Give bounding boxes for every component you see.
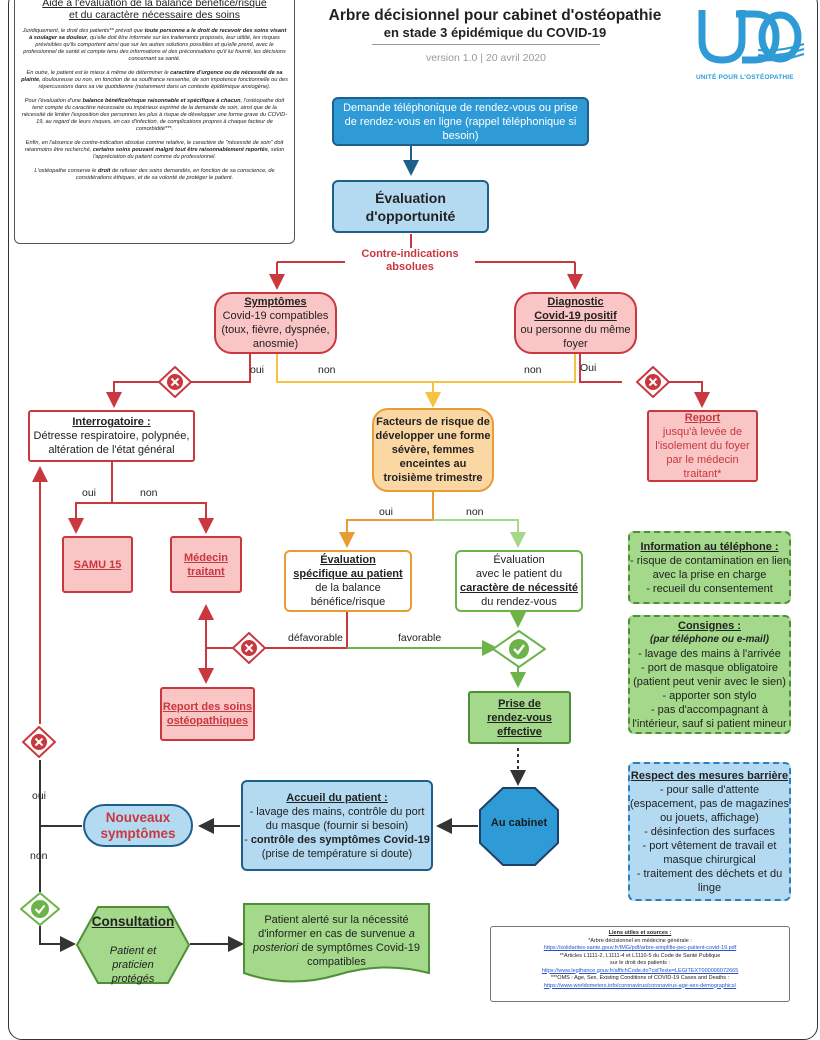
- title-divider: [372, 44, 600, 45]
- nouveaux-symptomes-box: Nouveaux symptômes: [83, 804, 193, 847]
- consignes-box: Consignes : (par téléphone ou e-mail) - …: [628, 615, 791, 734]
- sidebar-paragraph: Pour l'évaluation d'une balance bénéfice…: [21, 98, 288, 132]
- evaluation-opportunite-box: Évaluation d'opportunité: [332, 180, 489, 233]
- sidebar-title: Aide à l'évaluation de la balance bénéfi…: [42, 0, 267, 21]
- edge-label-oui-cap: Oui: [580, 362, 597, 374]
- page-title: Arbre décisionnel pour cabinet d'ostéopa…: [328, 7, 662, 40]
- facteurs-risque-box: Facteurs de risque de développer une for…: [372, 408, 494, 492]
- edge-label-defavorable: défavorable: [288, 632, 343, 644]
- edge-label-favorable: favorable: [398, 632, 442, 644]
- medecin-traitant-box: Médecin traitant: [170, 536, 242, 593]
- au-cabinet-octagon: Au cabinet: [479, 787, 559, 866]
- report-soins-box: Report des soins ostéopathiques: [160, 687, 255, 741]
- edge-label-non: non: [140, 487, 158, 499]
- source-link[interactable]: https://www.legifrance.gouv.fr/affichCod…: [541, 967, 739, 974]
- logo-caption: UNITÉ POUR L'OSTÉOPATHIE: [696, 74, 794, 81]
- report-box: Report jusqu'à levée de l'isolement du f…: [647, 410, 758, 482]
- sidebar-paragraph: Enfin, en l'absence de contre-indication…: [24, 140, 285, 160]
- green-check-icon: [491, 629, 547, 669]
- sidebar-info-box: Aide à l'évaluation de la balance bénéfi…: [14, 0, 295, 244]
- diagnostic-box: Diagnostic Covid-19 positif ou personne …: [514, 292, 637, 354]
- edge-label-non: non: [30, 850, 48, 862]
- consultation-hexagon: Consultation Patient et praticien protég…: [76, 906, 190, 985]
- green-check-icon: [19, 891, 61, 927]
- logo-mark: [698, 10, 805, 64]
- evaluation-necessite-box: Évaluation avec le patient du caractère …: [455, 550, 583, 612]
- sidebar-paragraph: L'ostéopathe conserve le droit de refuse…: [34, 168, 275, 181]
- accueil-patient-box: Accueil du patient : - lavage des mains,…: [241, 780, 433, 871]
- sidebar-paragraph: En outre, le patient est le mieux à même…: [21, 70, 288, 90]
- mesures-barriere-box: Respect des mesures barrière - pour sall…: [628, 762, 791, 901]
- edge-label-non: non: [466, 506, 484, 518]
- edge-label-oui: oui: [82, 487, 97, 499]
- edge-label-non: non: [524, 364, 542, 376]
- info-telephone-box: Information au téléphone : - risque de c…: [628, 531, 791, 604]
- source-link[interactable]: https://solidarites-sante.gouv.fr/IMG/pd…: [543, 945, 737, 951]
- evaluation-specifique-box: Évaluation spécifique au patient de la b…: [284, 550, 412, 612]
- version-label: version 1.0 | 20 avril 2020: [425, 52, 547, 64]
- udo-logo: UNITÉ POUR L'OSTÉOPATHIE: [696, 6, 806, 81]
- edge-label-non: non: [318, 364, 336, 376]
- patient-alerte-box: Patient alerté sur la nécessité d'inform…: [243, 903, 430, 985]
- symptomes-box: Symptômes Covid-19 compatibles (toux, fi…: [214, 292, 337, 354]
- source-link[interactable]: https://www.worldometers.info/coronaviru…: [543, 982, 737, 989]
- interrogatoire-box: Interrogatoire : Détresse respiratoire, …: [28, 410, 195, 462]
- red-cross-icon: [157, 365, 193, 399]
- edge-label-oui: oui: [250, 364, 265, 376]
- samu-box: SAMU 15: [62, 536, 133, 593]
- red-cross-icon: [21, 725, 57, 759]
- edge-label-oui: oui: [32, 790, 47, 802]
- red-cross-icon: [231, 631, 267, 665]
- sources-box: Liens utiles et sources : *Arbre décisio…: [490, 926, 790, 1002]
- prise-rdv-box: Prise de rendez-vous effective: [468, 691, 571, 744]
- red-cross-icon: [635, 365, 671, 399]
- edge-label-oui: oui: [379, 506, 394, 518]
- contre-indications-label: Contre-indications absolues: [345, 248, 475, 274]
- demande-rdv-box: Demande téléphonique de rendez-vous ou p…: [332, 97, 589, 146]
- sidebar-paragraph: Juridiquement, le droit des patients** p…: [22, 28, 287, 62]
